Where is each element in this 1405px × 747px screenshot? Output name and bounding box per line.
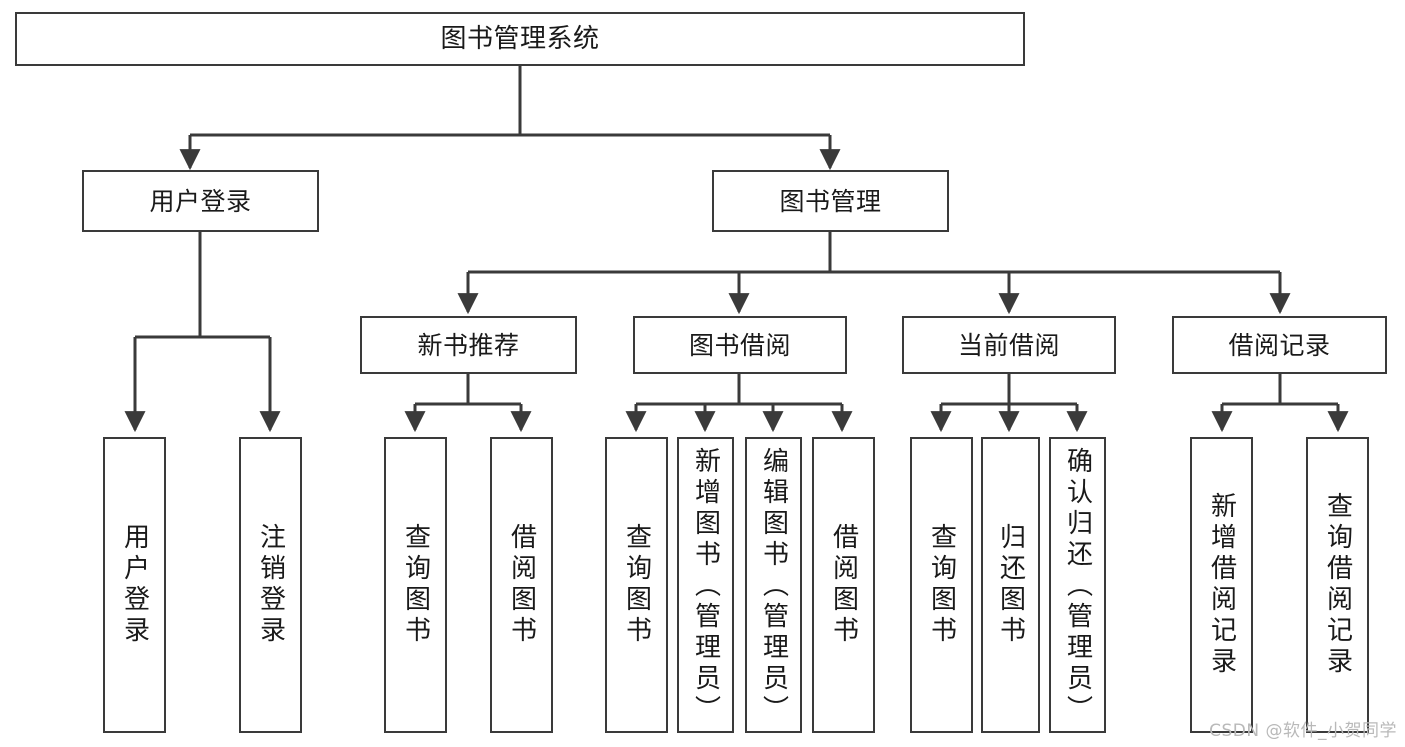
node-label: 编辑图书（管理员） [758,447,789,726]
node-label: 用户登录 [149,186,252,216]
node-leaf-borrow-book[interactable]: 借阅图书 [812,437,875,733]
node-leaf-query-book-borrow[interactable]: 查询图书 [605,437,668,733]
node-label: 图书管理系统 [440,23,600,54]
node-leaf-query-book-recommend[interactable]: 查询图书 [384,437,447,733]
node-label: 新书推荐 [417,330,520,360]
node-label: 新增图书（管理员） [690,447,721,726]
node-leaf-query-book-current[interactable]: 查询图书 [910,437,973,733]
node-label: 用户登录 [119,523,150,647]
node-leaf-borrow-book-recommend[interactable]: 借阅图书 [490,437,553,733]
node-label: 注销登录 [255,523,286,647]
node-label: 查询图书 [621,523,652,647]
node-label: 借阅图书 [506,523,537,647]
node-label: 借阅记录 [1228,330,1331,360]
node-label: 借阅图书 [828,523,859,647]
node-root-system[interactable]: 图书管理系统 [15,12,1025,66]
node-new-book-recommend[interactable]: 新书推荐 [360,316,577,374]
node-leaf-return-book[interactable]: 归还图书 [981,437,1040,733]
node-label: 图书管理 [779,186,882,216]
node-label: 确认归还（管理员） [1062,447,1093,726]
csdn-watermark: CSDN @软件_小贺同学 [1209,721,1397,741]
node-label: 查询借阅记录 [1322,492,1353,678]
node-current-borrow[interactable]: 当前借阅 [902,316,1116,374]
node-leaf-query-borrow-record[interactable]: 查询借阅记录 [1306,437,1369,733]
node-label: 当前借阅 [957,330,1060,360]
node-book-manage[interactable]: 图书管理 [712,170,949,232]
node-leaf-add-borrow-record[interactable]: 新增借阅记录 [1190,437,1253,733]
node-label: 查询图书 [926,523,957,647]
node-leaf-user-login[interactable]: 用户登录 [103,437,166,733]
node-leaf-confirm-return[interactable]: 确认归还（管理员） [1049,437,1106,733]
node-book-borrow[interactable]: 图书借阅 [633,316,847,374]
node-label: 新增借阅记录 [1206,492,1237,678]
node-borrow-record[interactable]: 借阅记录 [1172,316,1387,374]
node-label: 查询图书 [400,523,431,647]
node-user-login[interactable]: 用户登录 [82,170,319,232]
node-label: 归还图书 [995,523,1026,647]
node-label: 图书借阅 [688,330,791,360]
node-leaf-logout-login[interactable]: 注销登录 [239,437,302,733]
node-leaf-edit-book[interactable]: 编辑图书（管理员） [745,437,802,733]
node-leaf-add-book[interactable]: 新增图书（管理员） [677,437,734,733]
